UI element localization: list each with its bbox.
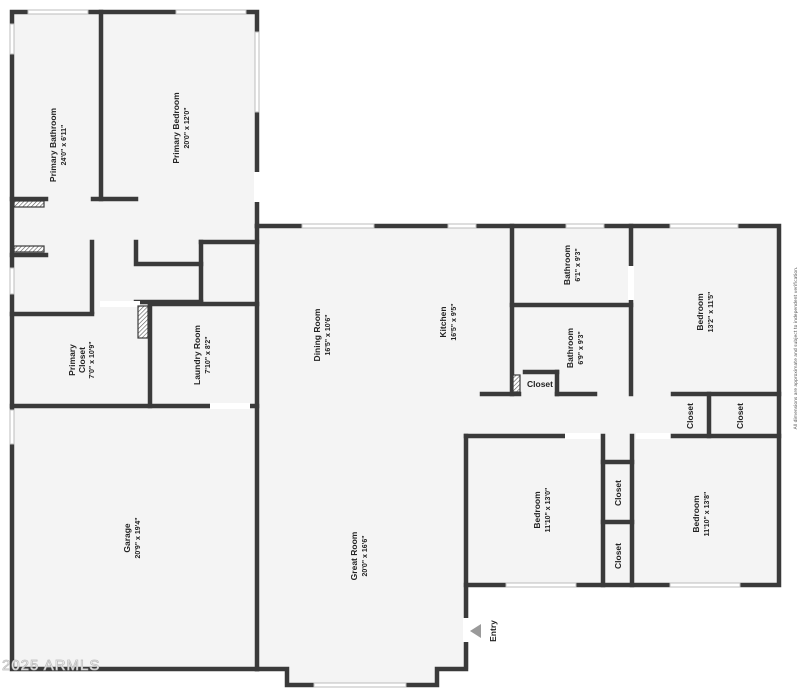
primary-bathroom-name: Primary Bathroom — [48, 107, 58, 182]
primary-closet-dim: 7'0" x 10'9" — [89, 341, 96, 378]
closet-bed-lower-label: Closet — [613, 543, 623, 569]
bedroom-ne-name: Bedroom — [695, 293, 705, 331]
bedroom-se-dim: 11'10" x 13'8" — [704, 492, 711, 537]
label-bedroom-ne: Bedroom 13'2" x 11'5" — [695, 292, 715, 333]
bedroom-ne-dim: 13'2" x 11'5" — [708, 292, 715, 333]
great-room-name: Great Room — [349, 531, 359, 580]
label-garage: Garage 20'9" x 19'4" — [122, 517, 142, 558]
primary-bedroom-name: Primary Bedroom — [171, 92, 181, 164]
watermark: 2025 ARMLS — [2, 657, 100, 674]
windows — [9, 9, 741, 688]
closet-bed-upper-label: Closet — [613, 480, 623, 506]
vents — [13, 200, 521, 393]
bathroom-2-name: Bathroom — [565, 327, 575, 368]
bedroom-se-name: Bedroom — [691, 495, 701, 533]
label-laundry-room: Laundry Room 7'10" x 8'2" — [192, 325, 212, 385]
bedroom-sw-dim: 11'10" x 13'0" — [545, 488, 552, 533]
label-bedroom-sw: Bedroom 11'10" x 13'0" — [532, 488, 552, 533]
disclaimer-text: All dimensions are approximate and subje… — [793, 267, 799, 430]
primary-bedroom-dim: 20'0" x 12'0" — [184, 107, 191, 148]
bathroom-2-dim: 6'9" x 9'3" — [578, 331, 585, 364]
laundry-room-name: Laundry Room — [192, 325, 202, 385]
kitchen-dim: 16'5" x 9'5" — [451, 303, 458, 340]
closet-hall-label: Closet — [527, 379, 553, 389]
label-primary-bathroom: Primary Bathroom 24'0" x 6'11" — [48, 107, 68, 182]
primary-closet-name1: Primary — [67, 344, 77, 376]
floor-fill — [12, 12, 779, 685]
door-openings — [100, 172, 670, 642]
closet-east-small: Closet — [685, 403, 695, 429]
closet-east-large: Closet — [735, 403, 745, 429]
dining-room-name: Dining Room — [312, 308, 322, 361]
label-bedroom-se: Bedroom 11'10" x 13'8" — [691, 492, 711, 537]
label-bathroom-1: Bathroom 6'1" x 9'3" — [562, 244, 582, 285]
label-kitchen: Kitchen 16'5" x 9'5" — [438, 303, 458, 340]
closet-east-small-label: Closet — [685, 403, 695, 429]
great-room-dim: 20'0" x 16'6" — [362, 535, 369, 576]
laundry-room-dim: 7'10" x 8'2" — [205, 336, 212, 373]
label-great-room: Great Room 20'0" x 16'6" — [349, 531, 369, 580]
closet-bed-upper: Closet — [613, 480, 623, 506]
bathroom-1-dim: 6'1" x 9'3" — [575, 248, 582, 281]
closet-east-large-label: Closet — [735, 403, 745, 429]
bathroom-1-name: Bathroom — [562, 244, 572, 285]
primary-closet-name2: Closet — [77, 347, 87, 373]
disclaimer-group: All dimensions are approximate and subje… — [793, 267, 799, 430]
label-bathroom-2: Bathroom 6'9" x 9'3" — [565, 327, 585, 368]
dining-room-dim: 16'5" x 10'6" — [325, 314, 332, 355]
primary-bathroom-dim: 24'0" x 6'11" — [61, 125, 68, 166]
entry-arrow-icon — [470, 624, 481, 638]
garage-name: Garage — [122, 523, 132, 553]
closet-bed-lower: Closet — [613, 543, 623, 569]
walls — [9, 9, 782, 688]
label-dining-room: Dining Room 16'5" x 10'6" — [312, 308, 332, 361]
kitchen-name: Kitchen — [438, 306, 448, 337]
label-primary-bedroom: Primary Bedroom 20'0" x 12'0" — [171, 92, 191, 164]
garage-dim: 20'9" x 19'4" — [135, 517, 142, 558]
bedroom-sw-name: Bedroom — [532, 491, 542, 529]
label-primary-closet: Primary Closet 7'0" x 10'9" — [67, 341, 96, 378]
entry-label: Entry — [488, 620, 498, 642]
entry-label-group: Entry — [488, 620, 498, 642]
